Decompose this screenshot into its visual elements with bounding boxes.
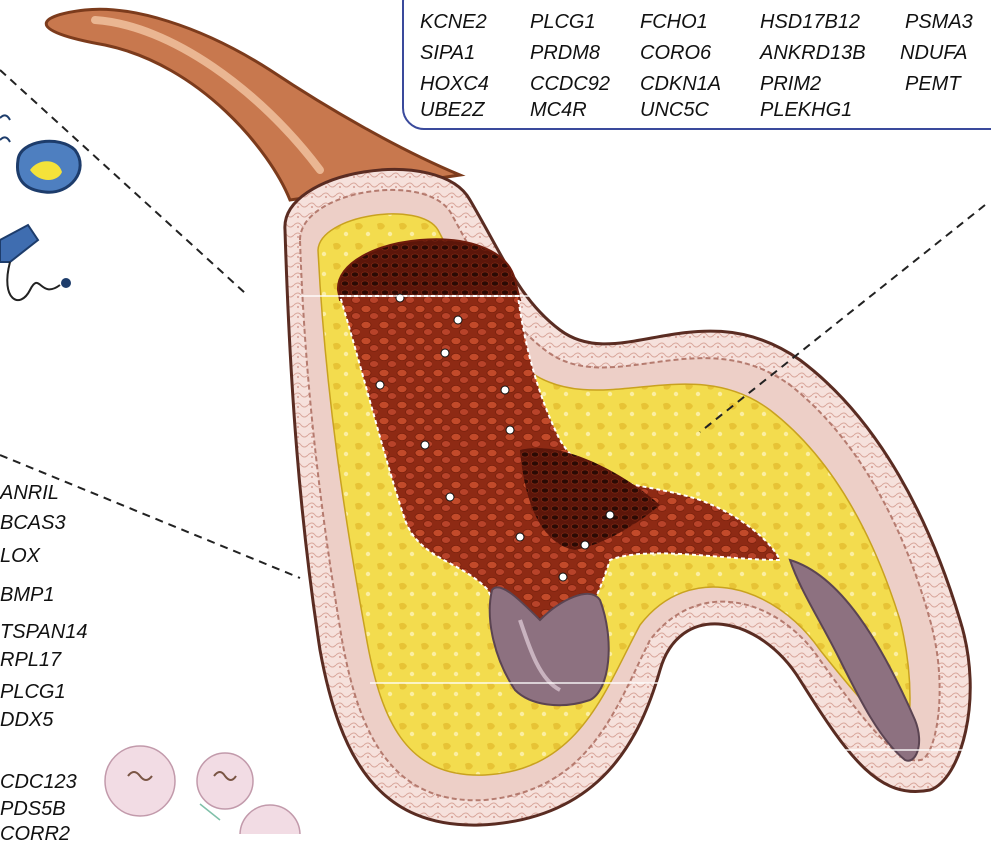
- gene-label: ANKRD13B: [760, 43, 866, 63]
- gene-label: PLEKHG1: [760, 100, 852, 120]
- gene-label: CORO6: [640, 43, 711, 63]
- blood-pressure-cuff-icon: [0, 225, 71, 300]
- gene-label: PEMT: [905, 74, 961, 94]
- gene-label: ANRIL: [0, 483, 59, 503]
- gene-label: PDS5B: [0, 799, 66, 819]
- gene-label: TSPAN14: [0, 622, 87, 642]
- gene-label: RPL17: [0, 650, 61, 670]
- gene-label: UNC5C: [640, 100, 709, 120]
- liver-icon: [0, 115, 80, 192]
- gene-label: PLCG1: [530, 12, 596, 32]
- cell-icon: [105, 746, 300, 834]
- gene-label: DDX5: [0, 710, 53, 730]
- gene-label: LOX: [0, 546, 40, 566]
- gene-label: BCAS3: [0, 513, 66, 533]
- gene-label: PSMA3: [905, 12, 973, 32]
- gene-label: HSD17B12: [760, 12, 860, 32]
- gene-label: CCDC92: [530, 74, 610, 94]
- gene-label: PRIM2: [760, 74, 821, 94]
- gene-label: SIPA1: [420, 43, 475, 63]
- gene-label: PLCG1: [0, 682, 66, 702]
- gene-label: NDUFA: [900, 43, 967, 63]
- gene-label: FCHO1: [640, 12, 708, 32]
- gene-label: CORR2: [0, 824, 70, 844]
- gene-label: UBE2Z: [420, 100, 484, 120]
- gene-label: BMP1: [0, 585, 54, 605]
- gene-label: CDC123: [0, 772, 77, 792]
- gene-label: KCNE2: [420, 12, 487, 32]
- gene-label: HOXC4: [420, 74, 489, 94]
- gene-label: MC4R: [530, 100, 587, 120]
- gene-label: PRDM8: [530, 43, 600, 63]
- gene-label: CDKN1A: [640, 74, 721, 94]
